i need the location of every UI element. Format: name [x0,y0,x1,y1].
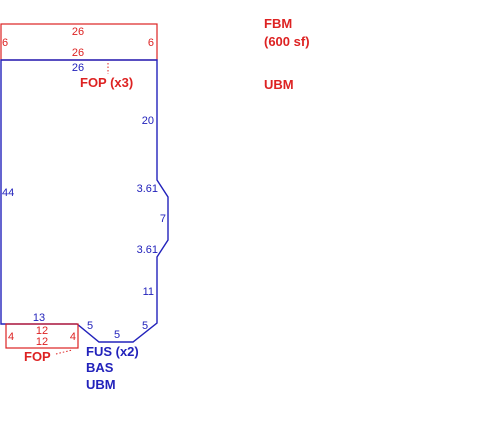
fop-top-label: FOP (x3) [80,75,133,90]
fop-bottom-label: FOP [24,349,51,364]
main-bottom-left: 13 [33,312,45,324]
fop-bottom-bottom-width: 12 [36,336,48,348]
main-chamfer-lower: 3.61 [137,244,158,256]
legend-fbm-area: (600 sf) [264,34,310,49]
main-label-fus: FUS (x2) [86,344,139,359]
main-right-mid: 7 [160,213,166,225]
fop-top-right-height: 6 [148,37,154,49]
main-bottom-mid: 5 [114,329,120,341]
main-bottom-diag-left: 5 [87,320,93,332]
fop-bottom-left-height: 4 [8,331,14,343]
main-chamfer-upper: 3.61 [137,183,158,195]
main-bottom-diag-right: 5 [142,320,148,332]
main-label-ubm: UBM [86,377,116,392]
main-right-upper: 20 [142,115,154,127]
legend-ubm: UBM [264,77,294,92]
fop-bottom-leader [55,349,73,355]
main-building-outline [0,59,169,343]
fop-top-bottom-width: 26 [72,47,84,59]
fop-bottom-outline [5,323,79,349]
main-label-bas: BAS [86,360,114,375]
fop-bottom-right-height: 4 [70,331,76,343]
fop-bottom-top-width: 12 [36,325,48,337]
main-left-height: 44 [2,187,14,199]
main-right-lower: 11 [143,286,154,298]
main-top-width: 26 [72,62,84,74]
fop-top-top-width: 26 [72,26,84,38]
fop-top-left-height: 6 [2,37,8,49]
legend-fbm: FBM [264,16,292,31]
